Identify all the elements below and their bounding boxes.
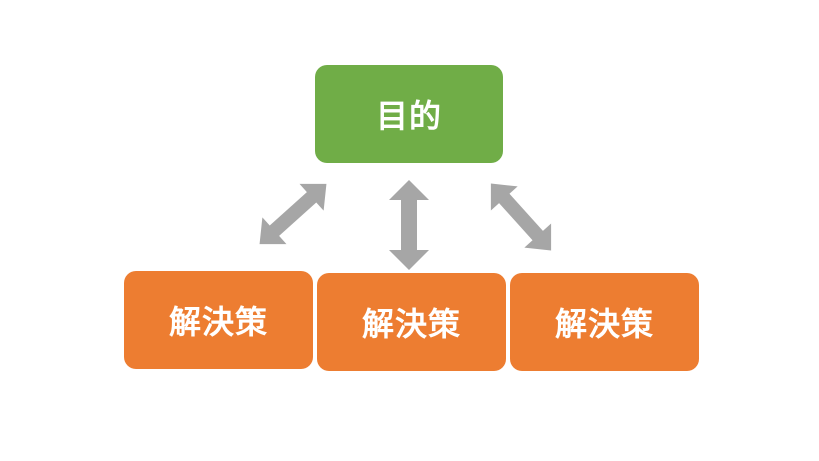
- solution-box-3: 解決策: [510, 273, 699, 371]
- solution-label-1: 解決策: [168, 303, 268, 341]
- double-arrow-center: [389, 180, 429, 270]
- goal-label: 目的: [375, 97, 442, 135]
- solution-label-3: 解決策: [554, 305, 654, 343]
- double-arrow-right: [490, 183, 552, 251]
- solution-box-2: 解決策: [317, 273, 506, 371]
- double-arrow-left: [259, 183, 327, 245]
- solution-box-1: 解決策: [124, 271, 313, 369]
- solution-label-2: 解決策: [361, 305, 461, 343]
- goal-box: 目的: [315, 65, 503, 163]
